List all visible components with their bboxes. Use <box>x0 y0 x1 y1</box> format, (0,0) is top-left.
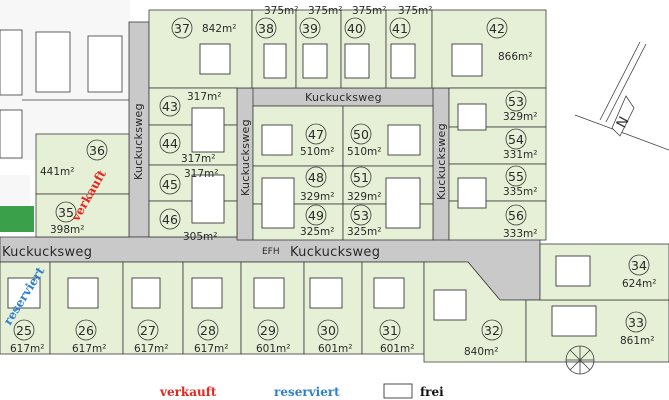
plot-41-area: 375m² <box>398 5 432 17</box>
legend-free-swatch <box>383 383 413 399</box>
plot-27-area: 617m² <box>134 343 168 355</box>
plot-46-area: 305m² <box>183 231 217 243</box>
existing-buildings <box>0 0 130 232</box>
plot-number-circles <box>13 17 650 341</box>
plot-54-number: 54 <box>508 132 524 147</box>
plot-30-number: 30 <box>320 323 336 338</box>
plot-42-area: 866m² <box>498 51 532 63</box>
plot-25-area: 617m² <box>10 343 44 355</box>
plot-47-area: 510m² <box>300 146 334 158</box>
street-label-north-loop: Kuckucksweg <box>305 91 382 104</box>
tree-symbol <box>565 345 595 375</box>
plot-35 <box>35 193 130 238</box>
plot-54-area: 331m² <box>503 149 537 161</box>
plot-51-area: 329m² <box>347 191 381 203</box>
plot-40-number: 40 <box>347 21 363 36</box>
plot-31-number: 31 <box>382 323 398 338</box>
plot-47-number: 47 <box>308 127 324 142</box>
plot-36-area: 441m² <box>40 166 74 178</box>
plot-48-area: 329m² <box>300 191 334 203</box>
north-arrow-icon: N <box>574 41 669 151</box>
plot-39-number: 39 <box>302 21 318 36</box>
plot-43-area: 317m² <box>187 91 221 103</box>
plot-50-number: 50 <box>353 127 369 142</box>
plot-26-area: 617m² <box>72 343 106 355</box>
plot-53b-area: 325m² <box>347 226 381 238</box>
plot-30-area: 601m² <box>318 343 352 355</box>
house-footprints <box>7 43 597 337</box>
plot-42 <box>431 9 547 89</box>
plot-51-number: 51 <box>353 170 369 185</box>
plot-36 <box>35 133 130 195</box>
plot-28-area: 617m² <box>194 343 228 355</box>
plot-28-number: 28 <box>200 323 216 338</box>
plot-25-number: 25 <box>16 323 32 338</box>
plot-43-number: 43 <box>162 99 178 114</box>
plot-53-number: 53 <box>508 94 524 109</box>
street-label-efh: EFH <box>262 247 280 257</box>
street-label-inner-right: Kuckucksweg <box>435 123 448 200</box>
plot-37-area: 842m² <box>202 23 236 35</box>
plot-numbers: 37 38 39 40 41 42 36 35 43 44 45 46 47 5… <box>16 21 647 338</box>
plot-37-number: 37 <box>174 21 190 36</box>
plot-26-number: 26 <box>78 323 94 338</box>
plot-40-area: 375m² <box>352 5 386 17</box>
plot-33-area: 861m² <box>620 335 654 347</box>
plot-39-area: 375m² <box>308 5 342 17</box>
green-strip <box>0 206 34 232</box>
legend-reserved: reserviert <box>274 385 340 399</box>
plot-33 <box>525 299 669 363</box>
plot-49-area: 325m² <box>300 226 334 238</box>
plot-34-area: 624m² <box>622 278 656 290</box>
plot-27-number: 27 <box>140 323 156 338</box>
street-label-inner-left: Kuckucksweg <box>239 119 252 196</box>
plot-38-number: 38 <box>258 21 274 36</box>
street-label-west-vertical: Kuckucksweg <box>132 103 145 180</box>
plot-54 <box>448 126 547 165</box>
plot-34-number: 34 <box>631 258 647 273</box>
legend: verkauft reserviert frei <box>159 383 444 399</box>
plot-56-number: 56 <box>508 208 524 223</box>
plot-49-number: 49 <box>308 208 324 223</box>
plot-45-number: 45 <box>162 177 178 192</box>
plot-29-area: 601m² <box>256 343 290 355</box>
plot-32-area: 840m² <box>464 346 498 358</box>
plot-38-area: 375m² <box>264 5 298 17</box>
street-label-main-right: Kuckucksweg <box>290 245 380 260</box>
plot-42-number: 42 <box>489 21 505 36</box>
plot-29-number: 29 <box>260 323 276 338</box>
plot-areas: 842m² 375m² 375m² 375m² 375m² 866m² 441m… <box>10 5 656 358</box>
roads <box>0 21 541 301</box>
plot-50-area: 510m² <box>347 146 381 158</box>
plot-56-area: 333m² <box>503 228 537 240</box>
plot-41-number: 41 <box>392 21 408 36</box>
plot-46-number: 46 <box>162 212 178 227</box>
street-labels: Kuckucksweg Kuckucksweg Kuckucksweg Kuck… <box>2 91 448 260</box>
plot-45-area: 317m² <box>184 168 218 180</box>
plot-44-area: 317m² <box>181 153 215 165</box>
legend-sold: verkauft <box>159 385 217 399</box>
plot-35-number: 35 <box>58 205 74 220</box>
plot-53b-number: 53 <box>353 208 369 223</box>
plot-55-number: 55 <box>508 169 524 184</box>
plot-44-number: 44 <box>162 136 178 151</box>
plot-35-area: 398m² <box>50 224 84 236</box>
plot-36-number: 36 <box>89 143 105 158</box>
plot-31-area: 601m² <box>380 343 414 355</box>
plot-53-area: 329m² <box>503 111 537 123</box>
legend-free: frei <box>420 385 444 399</box>
plot-32-number: 32 <box>484 323 500 338</box>
plot-48-number: 48 <box>308 170 324 185</box>
street-label-main-left: Kuckucksweg <box>2 245 92 260</box>
plot-55-area: 335m² <box>503 186 537 198</box>
plot-33-number: 33 <box>628 315 644 330</box>
